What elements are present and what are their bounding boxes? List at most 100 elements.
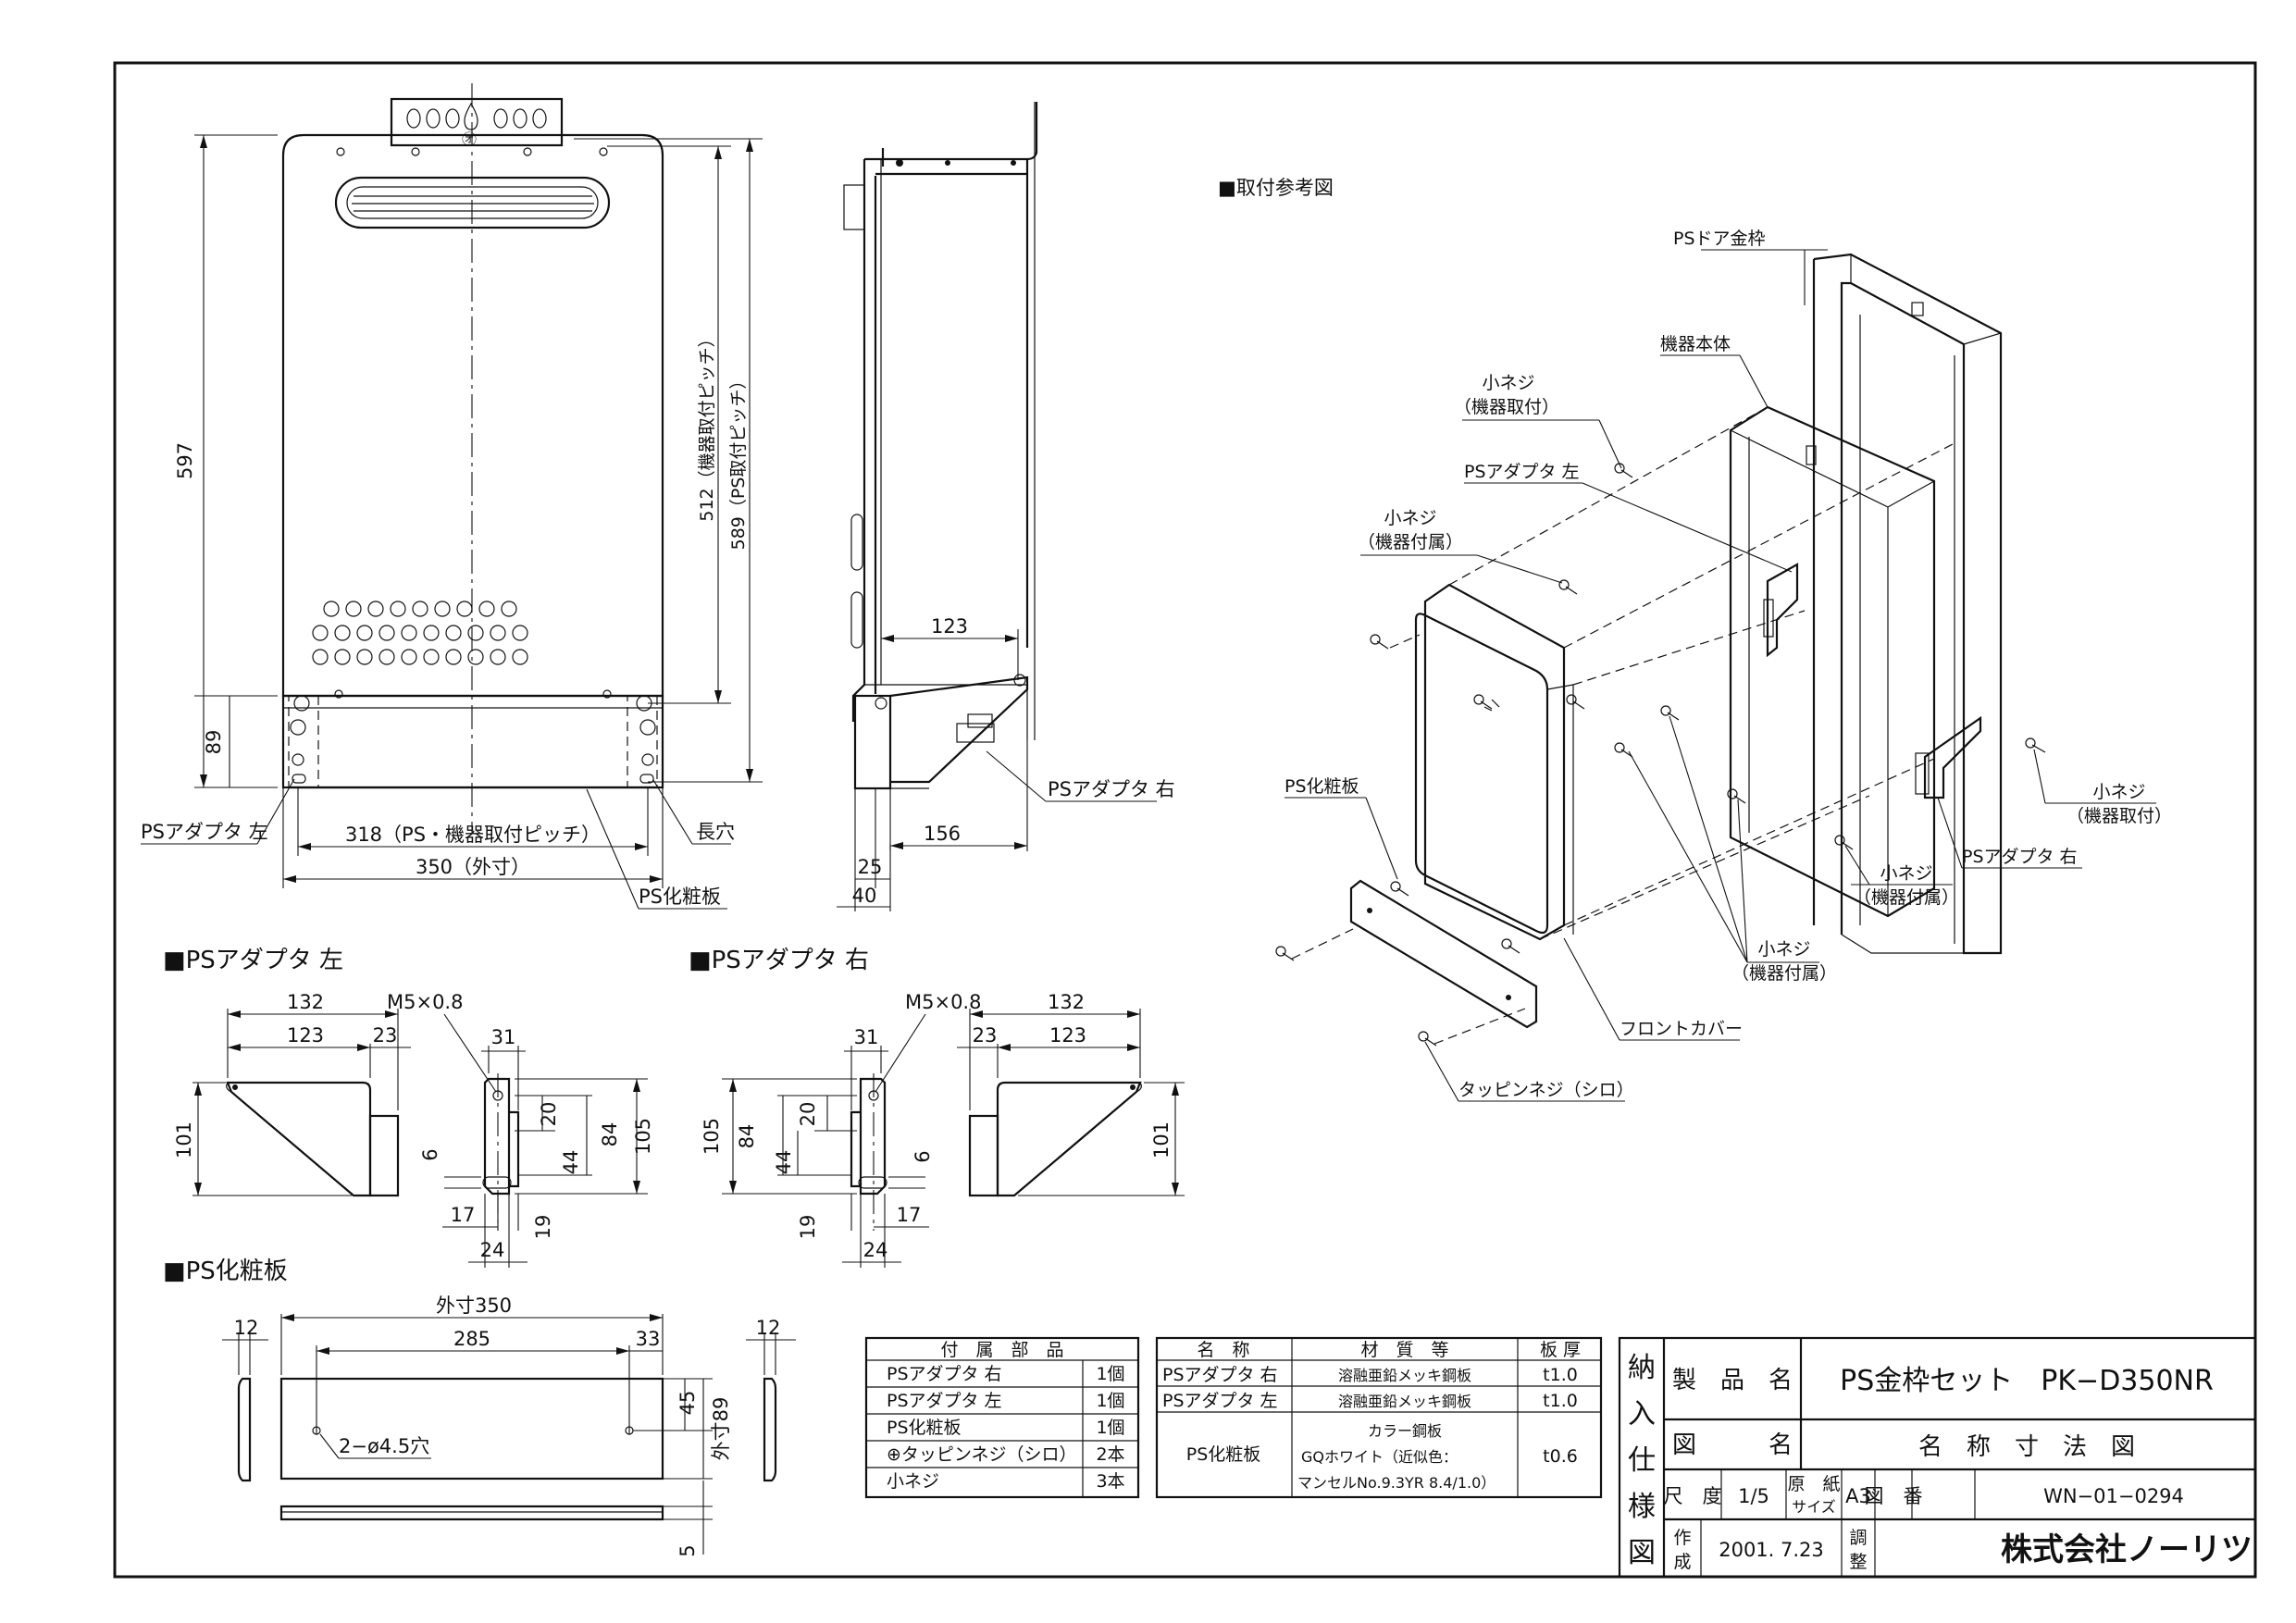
- plate-dim-285: 285: [453, 1328, 490, 1350]
- mat-header-name: 名 称: [1197, 1340, 1249, 1360]
- top-bracket: [390, 97, 564, 147]
- mat-row3-name: PS化粧板: [1186, 1444, 1261, 1465]
- al-dim-101: 101: [173, 1121, 195, 1158]
- parts-row-name: PSアダプタ 左: [887, 1391, 1002, 1411]
- ar-dim-23: 23: [973, 1024, 998, 1047]
- side-dim-156: 156: [924, 823, 961, 845]
- mat-row3-material-2: GQホワイト（近似色：: [1301, 1448, 1458, 1466]
- adapter-left-detail: ■PSアダプタ 左 132 123 23 101 M5×0.8: [163, 947, 654, 1268]
- intake-hole: [334, 649, 351, 665]
- tb-drawing-no: WN−01−0294: [2043, 1485, 2184, 1507]
- al-dim-24: 24: [480, 1239, 505, 1261]
- al-dim-17: 17: [451, 1204, 476, 1226]
- material-table: 名 称 材 質 等 板 厚 PSアダプタ 右 溶融亜鉛メッキ鋼板 t1.0 PS…: [1155, 1336, 1603, 1499]
- install-adapter-left: [1766, 563, 1799, 658]
- label-screw-bottom: 小ネジ: [1757, 939, 1810, 960]
- unit-body: [281, 133, 664, 698]
- side-label-adapter-right: PSアダプタ 右: [1048, 778, 1175, 800]
- al-dim-105: 105: [632, 1118, 654, 1155]
- tb-side-char-4: 様: [1628, 1491, 1656, 1523]
- mat-row3-material-1: カラー鋼板: [1368, 1422, 1442, 1440]
- intake-hole: [423, 625, 440, 641]
- tb-drawing-name: 名 称 寸 法 図: [1918, 1433, 2135, 1461]
- label-screw-right-acc: 小ネジ: [1880, 863, 1932, 884]
- plate-title: ■PS化粧板: [163, 1258, 288, 1285]
- intake-hole: [367, 601, 384, 617]
- intake-hole: [345, 601, 362, 617]
- ar-dim-19: 19: [797, 1215, 819, 1240]
- plate-dim-12b: 12: [756, 1317, 781, 1339]
- plate-dim-outer: 外寸350: [436, 1295, 512, 1317]
- plate-dim-5: 5: [676, 1544, 699, 1556]
- side-dim-123: 123: [931, 615, 968, 638]
- intake-hole: [323, 601, 340, 617]
- side-view: 123 156 25 40 PSアダプタ 右: [837, 102, 1175, 911]
- parts-row-qty: 3本: [1096, 1471, 1124, 1492]
- tb-company: 株式会社ノーリツ: [2001, 1531, 2253, 1568]
- dim-89: 89: [203, 730, 225, 755]
- mat-row1-material: 溶融亜鉛メッキ鋼板: [1338, 1367, 1471, 1384]
- tb-side-char-2: 入: [1628, 1398, 1656, 1431]
- mat-row2-material: 溶融亜鉛メッキ鋼板: [1338, 1393, 1471, 1410]
- side-adapter: [853, 694, 892, 790]
- intake-hole: [456, 601, 473, 617]
- parts-row-qty: 1個: [1096, 1364, 1124, 1384]
- al-dim-31: 31: [491, 1026, 516, 1048]
- mat-header-thickness: 板 厚: [1540, 1340, 1581, 1360]
- label-screw-unit-mount: 小ネジ: [1482, 373, 1534, 393]
- adapter-left-title: ■PSアダプタ 左: [163, 947, 343, 974]
- tb-side-char-3: 仕: [1628, 1444, 1656, 1477]
- intake-hole: [467, 625, 484, 641]
- intake-hole: [412, 601, 428, 617]
- parts-header: 付 属 部 品: [940, 1340, 1063, 1360]
- ar-dim-84: 84: [736, 1124, 758, 1149]
- parts-row-name: 小ネジ: [887, 1471, 939, 1492]
- label-screw-accessory: 小ネジ: [1384, 508, 1436, 528]
- front-view: ㋔ 597 89: [141, 83, 763, 910]
- intake-hole: [501, 601, 517, 617]
- label-install-adapter-left: PSアダプタ 左: [1464, 462, 1580, 482]
- ar-dim-17: 17: [897, 1204, 922, 1226]
- right-adapter-hidden: [627, 695, 658, 788]
- tb-product-name-label: 製 品 名: [1672, 1367, 1793, 1394]
- parts-row-name: ⊕タッピンネジ（シロ）: [887, 1444, 1077, 1465]
- unit-body-box: [1729, 405, 1936, 918]
- label-adapter-left: PSアダプタ 左: [141, 821, 268, 843]
- intake-hole: [312, 649, 329, 665]
- tb-drawing-no-label: 図 番: [1865, 1485, 1923, 1507]
- label-tapping-screw: タッピンネジ（シロ）: [1458, 1080, 1634, 1100]
- plate-dim-89: 外寸89: [710, 1397, 732, 1461]
- mat-row3-thickness: t0.6: [1543, 1446, 1578, 1467]
- label-screw-accessory-sub: （機器付属）: [1358, 532, 1463, 552]
- al-dim-19: 19: [532, 1215, 554, 1240]
- label-front-cover: フロントカバー: [1620, 1019, 1743, 1039]
- label-install-adapter-right: PSアダプタ 右: [1962, 847, 2078, 867]
- mat-row1-name: PSアダプタ 右: [1162, 1365, 1278, 1385]
- intake-hole: [467, 649, 484, 665]
- plate-dim-45: 45: [676, 1391, 699, 1416]
- intake-hole: [401, 649, 417, 665]
- al-dim-132: 132: [287, 991, 324, 1013]
- tb-side-char-5: 図: [1628, 1537, 1656, 1569]
- side-dim-40: 40: [852, 885, 877, 907]
- tb-drawing-name-label: 図 名: [1672, 1431, 1793, 1459]
- install-cosmetic-plate: [1349, 879, 1538, 1029]
- mat-header-material: 材 質 等: [1360, 1340, 1448, 1360]
- intake-hole: [379, 649, 395, 665]
- al-dim-23: 23: [373, 1024, 398, 1047]
- label-screw-right-mount-sub: （機器取付）: [2066, 806, 2172, 826]
- sheet-border: [113, 61, 2257, 1579]
- tb-made-date: 2001. 7.23: [1719, 1539, 1824, 1561]
- ar-dim-6: 6: [912, 1150, 934, 1162]
- side-dim-25: 25: [858, 856, 883, 878]
- tb-paper-size: A3: [1845, 1485, 1871, 1507]
- screws: [1275, 463, 2046, 1047]
- intake-hole: [423, 649, 440, 665]
- parts-row-qty: 2本: [1096, 1444, 1124, 1465]
- dim-597: 597: [174, 442, 196, 479]
- al-dim-thread: M5×0.8: [387, 991, 463, 1013]
- label-install-cosmetic-plate: PS化粧板: [1285, 776, 1359, 797]
- ar-dim-123: 123: [1049, 1024, 1086, 1047]
- install-reference: ■取付参考図: [1218, 177, 2172, 1102]
- intake-hole: [490, 649, 506, 665]
